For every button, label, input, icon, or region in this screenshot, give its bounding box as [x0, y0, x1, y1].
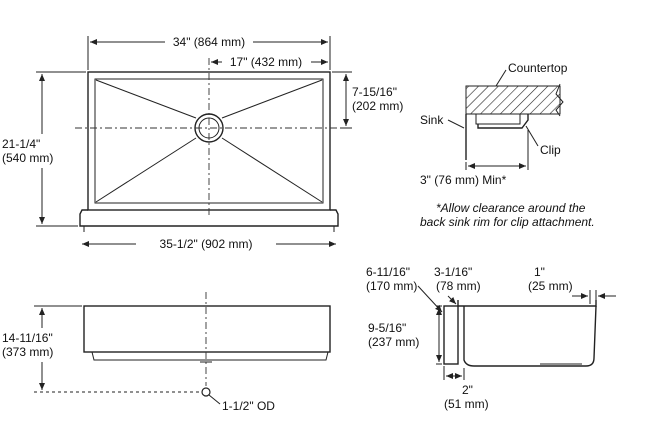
break-line	[555, 83, 564, 117]
countertop-section	[465, 85, 561, 115]
front-view: 1-1/2" OD 14-11/16" (373 mm)	[2, 292, 331, 413]
side-bowl	[463, 305, 597, 367]
bowl-diagonal	[95, 79, 197, 119]
depth-label: 21-1/4"	[2, 137, 40, 151]
clip-label: Clip	[540, 143, 561, 157]
sink-label: Sink	[420, 113, 444, 127]
apron-depth-mm-label: (170 mm)	[366, 279, 417, 293]
drain-outlet	[201, 387, 211, 397]
flange-mm-label: (78 mm)	[436, 279, 481, 293]
half-width-dimension-label: 17" (432 mm)	[230, 55, 302, 69]
leader-line	[447, 119, 465, 129]
clip-shape	[477, 114, 529, 129]
flange-label: 3-1/16"	[434, 265, 472, 279]
apron-width-label: 35-1/2" (902 mm)	[160, 237, 253, 251]
bowl-diagonal	[95, 137, 197, 203]
bottom-label: 2"	[462, 383, 473, 397]
apron-height-mm-label: (237 mm)	[368, 335, 419, 349]
drain-offset-label: 7-15/16"	[352, 85, 397, 99]
apron-depth-label: 6-11/16"	[366, 265, 410, 279]
bottom-mm-label: (51 mm)	[444, 397, 489, 411]
bowl-diagonal	[221, 79, 323, 119]
rim-mm-label: (25 mm)	[528, 279, 573, 293]
clip-detail: Countertop Sink Clip 3" (76 mm) Min* *Al…	[420, 61, 595, 229]
min-clearance-label: 3" (76 mm) Min*	[420, 173, 507, 187]
side-apron-outline	[443, 305, 459, 365]
side-view: 6-11/16" (170 mm) 3-1/16" (78 mm) 9-5/16…	[366, 265, 616, 411]
rim-label: 1"	[534, 265, 545, 279]
front-bowl-bottom	[91, 351, 329, 361]
apron-outline	[79, 209, 339, 227]
dim-arrow	[417, 285, 443, 313]
side-rim	[457, 300, 597, 307]
height-mm-label: (373 mm)	[2, 345, 53, 359]
countertop-label: Countertop	[508, 61, 568, 75]
front-apron-outline	[83, 305, 331, 353]
clearance-note-line2: back sink rim for clip attachment.	[420, 215, 595, 229]
leader-line	[495, 69, 507, 87]
height-label: 14-11/16"	[2, 331, 53, 345]
apron-height-label: 9-5/16"	[368, 321, 406, 335]
bowl-diagonal	[221, 137, 323, 203]
depth-mm-label: (540 mm)	[2, 151, 53, 165]
drain-od-label: 1-1/2" OD	[222, 399, 275, 413]
leader-line	[208, 394, 221, 405]
sink-rim	[466, 113, 521, 125]
drain-offset-mm-label: (202 mm)	[352, 99, 403, 113]
width-dimension-label: 34" (864 mm)	[173, 35, 245, 49]
top-view: 34" (864 mm) 17" (432 mm) 7-15/16" (202 …	[2, 35, 403, 251]
clearance-note-line1: *Allow clearance around the	[436, 201, 586, 215]
leader-line	[525, 125, 539, 147]
dim-arrow	[447, 295, 457, 305]
